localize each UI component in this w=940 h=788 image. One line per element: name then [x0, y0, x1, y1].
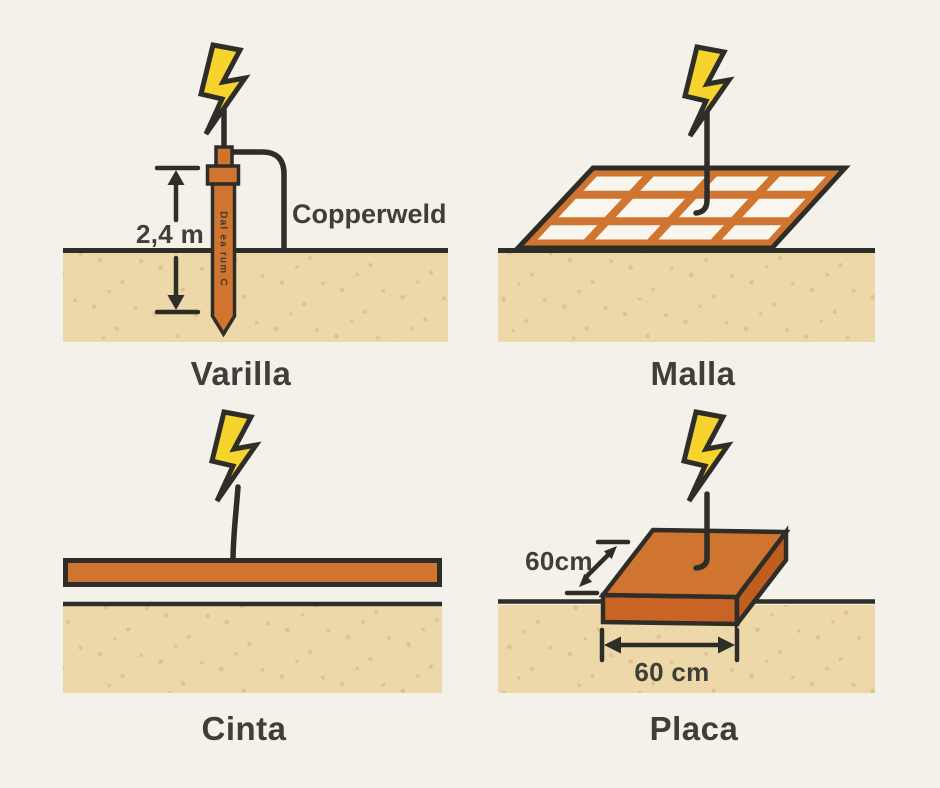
plate-width-label: 60 cm	[634, 657, 710, 687]
ground-rod: Dal ea rum C	[205, 145, 241, 338]
cinta-diagram	[63, 394, 442, 693]
placa-diagram	[498, 394, 875, 693]
plate-height-label: 60cm	[525, 546, 593, 576]
soil-speckles	[63, 253, 448, 342]
lightning-wire	[693, 97, 710, 216]
ground-plate	[598, 525, 791, 631]
soil-speckles	[63, 606, 442, 693]
placa-label: Placa	[649, 710, 739, 747]
soil-speckles	[498, 253, 875, 342]
malla-label: Malla	[650, 355, 736, 392]
dimension-2-4m	[154, 165, 201, 315]
copperweld-wire	[229, 149, 287, 252]
rod-length-label: 2,4 m	[136, 219, 204, 249]
ground-strip	[63, 558, 442, 587]
lightning-wire	[230, 484, 241, 564]
dimension-height	[564, 539, 631, 596]
varilla-diagram: Dal ea rum C	[63, 0, 448, 342]
mesh-grid	[512, 165, 851, 251]
varilla-label: Varilla	[190, 355, 292, 392]
malla-diagram	[498, 0, 875, 342]
cinta-label: Cinta	[201, 710, 287, 747]
rod-marking-text: Dal ea rum C	[218, 211, 229, 287]
dimension-width	[599, 627, 740, 663]
lightning-bolt-icon	[212, 412, 256, 501]
lightning-bolt-icon	[684, 412, 728, 501]
copperweld-label: Copperweld	[292, 199, 447, 229]
lightning-wire	[693, 491, 710, 571]
